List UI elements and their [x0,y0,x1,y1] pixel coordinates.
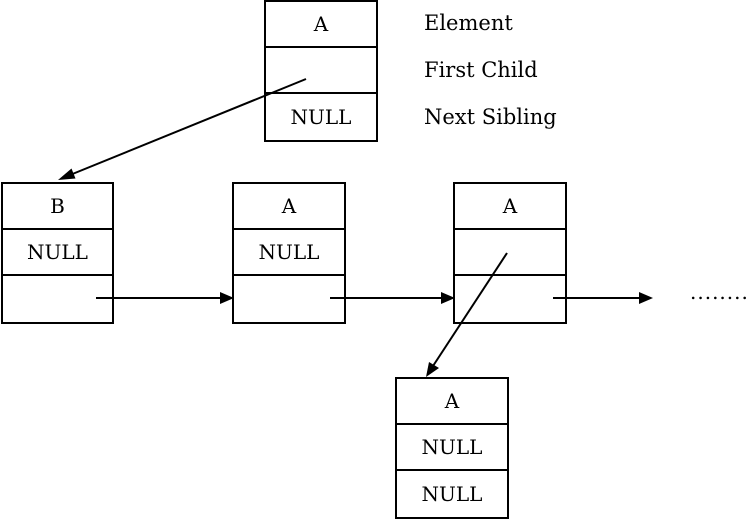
arrow-root-first-child [58,78,307,180]
node-root: A NULL [264,0,378,142]
continuation-dots: ........ [690,280,749,304]
node-a2-element: A [234,184,344,230]
node-b-element: B [3,184,112,230]
node-a-child-next-sibling: NULL [421,482,483,506]
node-b-first-child: NULL [3,230,112,276]
node-a2: A NULL [232,182,346,324]
node-a-child: A NULL NULL [395,377,509,519]
node-a2-first-child: NULL [234,230,344,276]
node-root-element: A [266,2,376,48]
node-root-first-child [266,48,376,94]
node-b: B NULL [1,182,114,324]
node-a3-element: A [455,184,565,230]
arrow-b-next-sibling [96,292,234,304]
legend-element: Element [424,11,513,35]
node-a-child-first-child: NULL [397,425,507,471]
node-a3-first-child [455,230,565,276]
arrow-a3-next-sibling [553,292,653,304]
node-root-next-sibling: NULL [290,105,352,129]
arrow-a2-next-sibling [330,292,455,304]
legend-first-child: First Child [424,58,538,82]
node-a3: A [453,182,567,324]
node-a-child-element: A [397,379,507,425]
legend-next-sibling: Next Sibling [424,105,557,129]
arrow-a3-first-child [426,252,508,377]
